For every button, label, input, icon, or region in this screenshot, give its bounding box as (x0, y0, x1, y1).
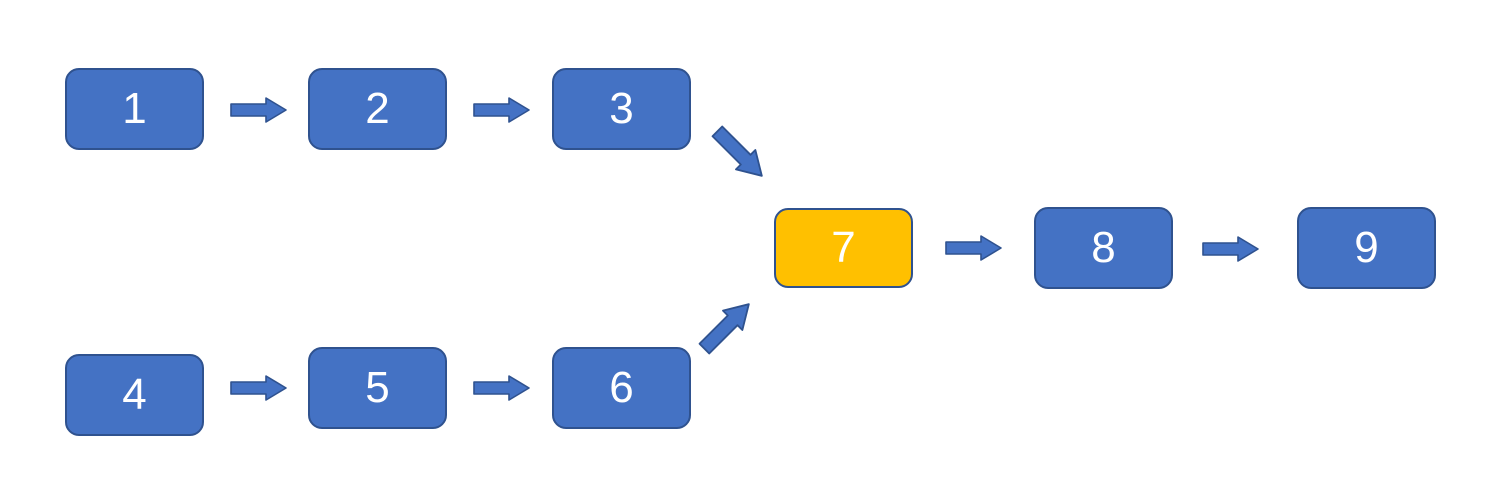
flow-node-3: 3 (552, 68, 691, 150)
edge-arrow-1-2-right-icon (230, 96, 288, 124)
flow-node-6: 6 (552, 347, 691, 429)
flow-node-4: 4 (65, 354, 204, 436)
flow-node-1: 1 (65, 68, 204, 150)
edge-arrow-6-7-up-right-icon (693, 292, 761, 360)
edge-arrow-3-7-down-right-icon (706, 120, 774, 188)
edge-arrow-8-9-right-icon (1202, 235, 1260, 263)
flow-node-5: 5 (308, 347, 447, 429)
flow-node-8: 8 (1034, 207, 1173, 289)
flow-node-2: 2 (308, 68, 447, 150)
flow-node-9: 9 (1297, 207, 1436, 289)
edge-arrow-4-5-right-icon (230, 374, 288, 402)
edge-arrow-5-6-right-icon (473, 374, 531, 402)
edge-arrow-2-3-right-icon (473, 96, 531, 124)
flow-node-7-highlighted: 7 (774, 208, 913, 288)
edge-arrow-7-8-right-icon (945, 234, 1003, 262)
